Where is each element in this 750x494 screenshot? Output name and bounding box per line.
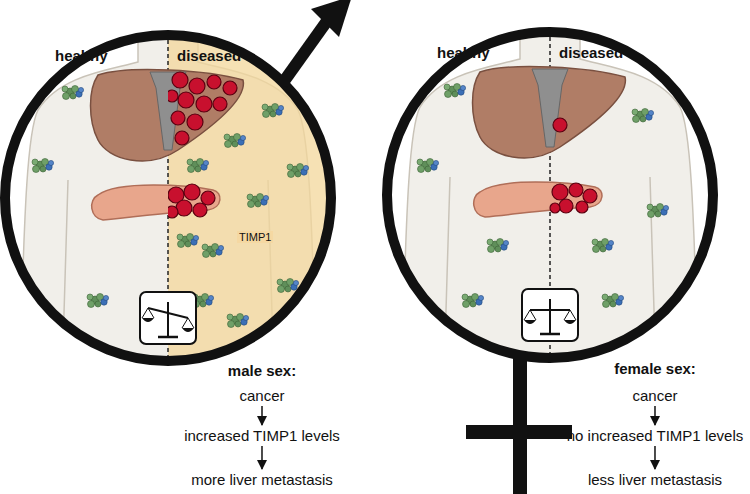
pancreas [474, 182, 602, 217]
region-label: healthy [437, 44, 490, 61]
step-text: cancer [239, 387, 284, 404]
region-label: TIMP1 [237, 231, 273, 243]
male-arrow [282, 21, 327, 84]
flow-arrow [261, 406, 263, 425]
liver [91, 70, 244, 161]
female-panel [380, 27, 720, 377]
region-label: diseased [177, 47, 241, 64]
step-text: increased TIMP1 levels [184, 427, 340, 444]
flow-arrow [654, 446, 656, 469]
scale-icon [522, 289, 578, 341]
flow-step: no increased TIMP1 levels [564, 426, 746, 445]
flow-step: increased TIMP1 levels [181, 426, 343, 445]
region-label: healthy [55, 47, 108, 64]
flow-step: cancer [236, 386, 287, 405]
sex-heading: female sex: [614, 360, 696, 377]
sex-heading: male sex: [228, 362, 296, 379]
flow-arrow [261, 446, 263, 469]
flow-arrow [654, 406, 656, 425]
female-ring [387, 32, 713, 358]
scale-icon [140, 292, 196, 344]
liver [473, 67, 626, 158]
step-text: more liver metastasis [191, 471, 333, 488]
step-text: less liver metastasis [588, 471, 722, 488]
body-circle: healthy diseasedTIMP1 [5, 35, 331, 361]
tumors [550, 118, 597, 213]
vessel [532, 69, 568, 147]
step-text: cancer [632, 387, 677, 404]
flow-step: cancer [629, 386, 680, 405]
female-cross-horizontal [466, 425, 572, 439]
body-circle: healthy diseased [387, 32, 713, 358]
pancreas [92, 185, 220, 220]
flow-step: less liver metastasis [585, 470, 725, 489]
male-arrowhead [311, 0, 352, 37]
region-label: diseased [559, 44, 623, 61]
flow-step: more liver metastasis [188, 470, 336, 489]
step-text: no increased TIMP1 levels [567, 427, 743, 444]
